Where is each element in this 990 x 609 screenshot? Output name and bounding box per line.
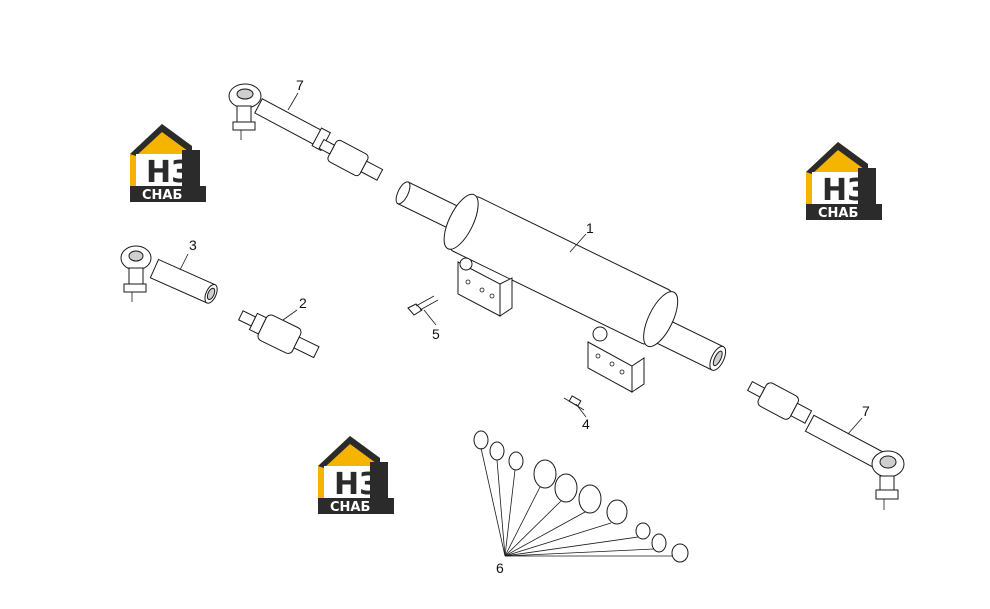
callout-7a: 7 [296, 77, 304, 93]
watermark-logo-left: НЗ СНАБ [130, 124, 206, 203]
tie-rod-assembly-upper [228, 83, 384, 181]
logo-caption: СНАБ [818, 206, 858, 221]
tie-rod-assembly-lower [746, 380, 905, 510]
callout-leaders [179, 92, 863, 435]
logo-letters: НЗ [822, 173, 868, 208]
logo-caption: СНАБ [142, 188, 182, 203]
callout-3: 3 [189, 237, 197, 253]
seal-kit-rings [473, 430, 689, 563]
callout-4: 4 [582, 416, 590, 432]
seal-kit-leaders [480, 447, 673, 557]
watermark-logo-right: НЗ СНАБ [806, 142, 882, 221]
tie-rod-end [120, 245, 218, 304]
logo-letters: НЗ [334, 467, 380, 502]
callout-6: 6 [496, 560, 504, 576]
bolt [407, 295, 439, 316]
logo-caption: СНАБ [330, 500, 370, 515]
callout-1: 1 [586, 220, 594, 236]
grease-fitting [563, 395, 585, 411]
hydraulic-cylinder [395, 181, 727, 393]
callout-5: 5 [432, 326, 440, 342]
logo-letters: НЗ [146, 155, 192, 190]
ball-joint [237, 310, 320, 359]
callout-7b: 7 [862, 403, 870, 419]
callout-2: 2 [299, 295, 307, 311]
watermark-logo-bottom: НЗ СНАБ [318, 436, 394, 515]
